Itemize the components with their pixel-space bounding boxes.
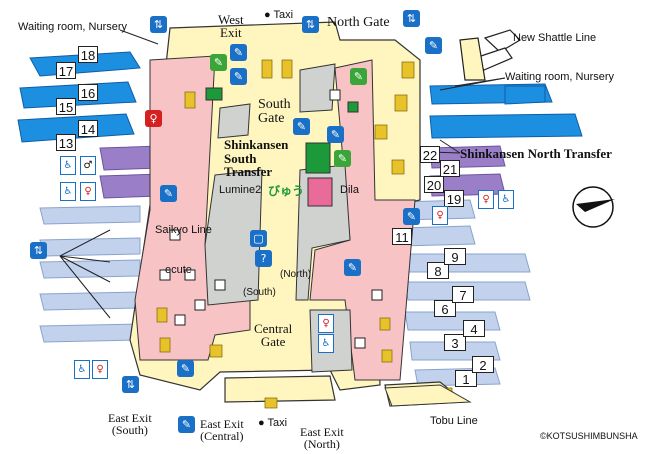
- platform-19: 19: [444, 190, 464, 207]
- platform-6: 6: [434, 300, 456, 317]
- ticket-office-icon: ✎: [425, 37, 442, 54]
- elevator-icon: ⇅: [150, 16, 167, 33]
- accessible-icon: ♿: [60, 182, 76, 201]
- stairs: [159, 89, 383, 349]
- green-block-south: [205, 87, 223, 101]
- accessible-icon: ♿: [74, 360, 90, 379]
- ticket-office-icon: ✎: [230, 68, 247, 85]
- elevator-icon: ⇅: [30, 242, 47, 259]
- platform-8: 8: [427, 262, 449, 279]
- tobu-line-area: [384, 384, 472, 407]
- green-block-north: [305, 142, 331, 174]
- platform-21: 21: [440, 160, 460, 177]
- compass: [572, 186, 615, 228]
- east-exit-south-label: East Exit (South): [108, 411, 152, 437]
- restroom-icon: ♀: [145, 110, 162, 127]
- restroom-icon: ♀: [478, 190, 494, 209]
- green-ticket-icon: ✎: [210, 54, 227, 71]
- waiting-room-left-label: Waiting room, Nursery: [18, 21, 128, 33]
- restroom-icon: ♀: [318, 314, 334, 333]
- platform-9: 9: [444, 248, 466, 265]
- ecute-label: ecute: [165, 264, 192, 276]
- accessible-icon: ♿: [498, 190, 514, 209]
- ticket-office-icon: ✎: [230, 44, 247, 61]
- restroom-icon: ♀: [80, 182, 96, 201]
- ticket-office-icon: ✎: [293, 118, 310, 135]
- copyright-label: ©KOTSUSHIMBUNSHA: [540, 431, 638, 441]
- conventional-platforms-right: [399, 199, 531, 387]
- new-shuttle-line-label: New Shattle Line: [513, 32, 597, 44]
- shuttle-track: [459, 29, 521, 81]
- platform-3: 3: [444, 334, 466, 351]
- conventional-platforms-left: [39, 205, 141, 343]
- central-gate-label: Central Gate: [254, 321, 293, 349]
- platform-20: 20: [424, 176, 444, 193]
- platform-17: 17: [56, 62, 76, 79]
- platform-7: 7: [452, 286, 474, 303]
- south-small-label: (South): [243, 287, 276, 298]
- north-gate-label: North Gate: [327, 15, 390, 30]
- platform-13: 13: [56, 134, 76, 151]
- platform-14: 14: [78, 120, 98, 137]
- platform-11: 11: [392, 228, 412, 245]
- taxi-top-label: ● Taxi: [264, 9, 294, 21]
- accessible-icon: ♿: [60, 156, 76, 175]
- platform-1: 1: [455, 370, 477, 387]
- west-exit-label: West Exit: [218, 12, 244, 40]
- info-icon: ?: [255, 250, 272, 267]
- restroom-icon: ♀: [92, 360, 108, 379]
- dila-label: Dila: [340, 184, 359, 196]
- platform-4: 4: [463, 320, 485, 337]
- south-gate-label: South Gate: [258, 97, 291, 126]
- shinkansen-south-transfer-label: Shinkansen South Transfer: [224, 137, 289, 180]
- saikyo-line-label: Saikyo Line: [155, 224, 212, 236]
- taxi-top-text: Taxi: [273, 9, 294, 21]
- elevator-icon: ⇅: [122, 376, 139, 393]
- east-exit-central-label: East Exit (Central): [200, 417, 244, 443]
- elevator-icon: ⇅: [403, 10, 420, 27]
- ticket-office-icon: ✎: [177, 360, 194, 377]
- dila-pink-block: [307, 177, 333, 207]
- ticket-office-icon: ✎: [160, 185, 177, 202]
- shinkansen-north-transfer-label: Shinkansen North Transfer: [460, 146, 612, 161]
- ticket-office-icon: ✎: [344, 259, 361, 276]
- ticket-machine-icon: ▢: [250, 230, 267, 247]
- shinkansen-platforms-right: [429, 83, 583, 139]
- ticket-office-icon: ✎: [178, 416, 195, 433]
- platform-15: 15: [56, 98, 76, 115]
- restroom-icon: ♂: [80, 156, 96, 175]
- platform-16: 16: [78, 84, 98, 101]
- east-exit-north-label: East Exit (North): [300, 425, 344, 451]
- accessible-icon: ♿: [318, 334, 334, 353]
- restroom-icon: ♀: [432, 206, 448, 225]
- green-ticket-icon: ✎: [350, 68, 367, 85]
- platform-18: 18: [78, 46, 98, 63]
- tobu-line-label: Tobu Line: [430, 415, 478, 427]
- taxi-bottom-text: Taxi: [267, 417, 288, 429]
- green-block-north-small: [347, 101, 359, 113]
- platform-2: 2: [472, 356, 494, 373]
- lumine2-label: Lumine2: [219, 184, 262, 196]
- taxi-bottom-label: ● Taxi: [258, 417, 288, 429]
- view-logo: びゅう: [268, 184, 305, 198]
- elevator-icon: ⇅: [302, 16, 319, 33]
- waiting-room-right-label: Waiting room, Nursery: [505, 71, 615, 83]
- green-ticket-icon: ✎: [334, 150, 351, 167]
- platform-22: 22: [420, 146, 440, 163]
- ticket-office-icon: ✎: [327, 126, 344, 143]
- north-small-label: (North): [280, 269, 312, 280]
- ticket-office-icon: ✎: [403, 208, 420, 225]
